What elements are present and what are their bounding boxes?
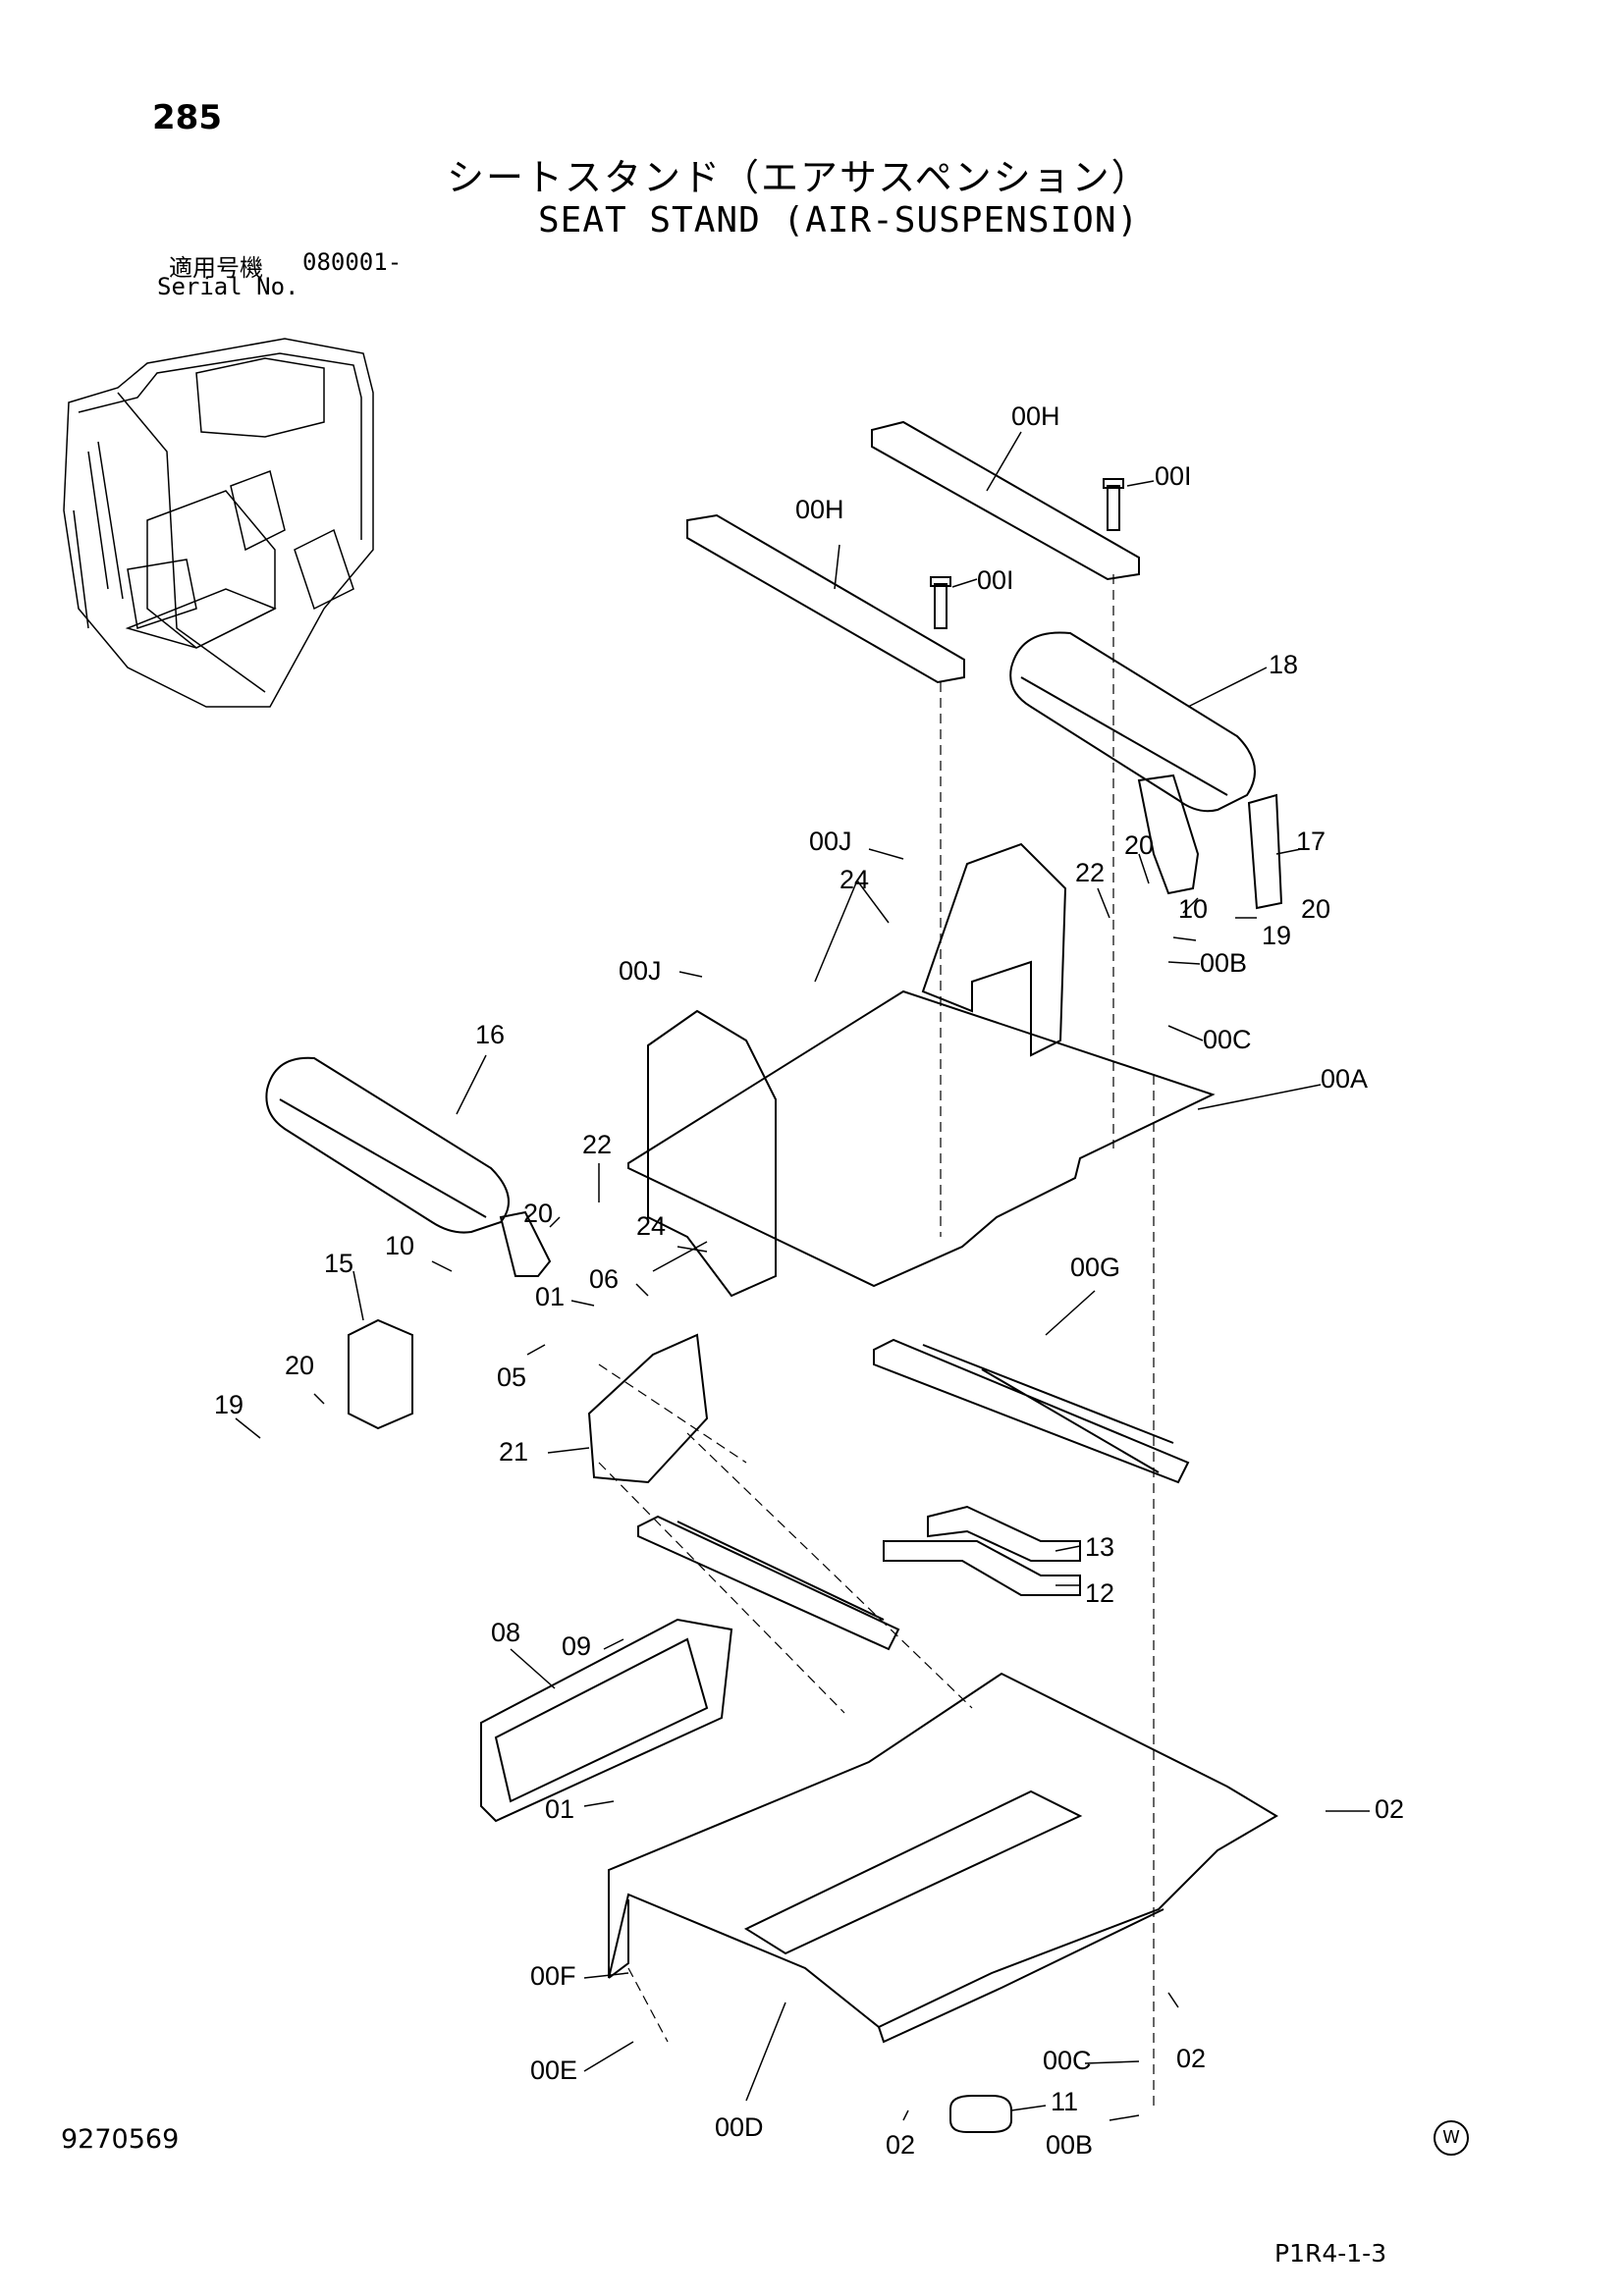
callout-00g: 00G: [1070, 1253, 1120, 1282]
callout-00h-upper: 00H: [1011, 401, 1060, 431]
cab-overview-thumbnail: [63, 338, 374, 708]
callout-22-left: 22: [582, 1130, 612, 1159]
part-15-bracket: [348, 1318, 413, 1430]
callout-15: 15: [324, 1249, 353, 1278]
callout-00e: 00E: [530, 2056, 577, 2085]
callout-05: 05: [497, 1362, 526, 1392]
callout-24-upper: 24: [839, 865, 869, 894]
callout-00b-upper: 00B: [1200, 948, 1247, 978]
page-code: P1R4-1-3: [1274, 2239, 1387, 2268]
title-english: SEAT STAND (AIR-SUSPENSION): [538, 200, 1140, 240]
part-21-bracket: [587, 1333, 709, 1484]
callout-00i-lower: 00I: [977, 565, 1014, 595]
callout-00c-upper: 00C: [1203, 1025, 1252, 1054]
part-08-cover: [480, 1618, 733, 1823]
document-number: 9270569: [61, 2124, 180, 2155]
callout-19-right: 19: [1262, 921, 1291, 950]
callout-24-lower: 24: [636, 1211, 666, 1241]
callout-02-right: 02: [1375, 1794, 1404, 1824]
part-13-bracket: [927, 1505, 1081, 1562]
callout-18: 18: [1269, 650, 1298, 679]
callout-06: 06: [589, 1264, 619, 1294]
callout-22-right: 22: [1075, 858, 1105, 887]
part-right-upright: [921, 842, 1067, 1057]
callout-20-right-upper: 20: [1124, 830, 1154, 860]
callout-00a: 00A: [1321, 1064, 1368, 1094]
serial-label-japanese: 適用号機: [169, 254, 263, 282]
part-00d-base-plate: [608, 1672, 1278, 2029]
callout-00c-lower: 00C: [1043, 2046, 1092, 2075]
part-left-upright: [647, 1009, 777, 1298]
part-00h-lower-bar: [686, 513, 965, 684]
part-slide-rail-left: [637, 1515, 900, 1651]
callout-00j-lower: 00J: [619, 956, 662, 986]
callout-00b-lower: 00B: [1046, 2130, 1093, 2160]
part-11-cap: [949, 2095, 1012, 2133]
callout-00f: 00F: [530, 1961, 576, 1991]
part-12-bracket: [883, 1540, 1081, 1596]
callout-19-left: 19: [214, 1390, 244, 1419]
callout-17: 17: [1296, 827, 1326, 856]
part-00h-upper-bar: [871, 420, 1140, 581]
callout-09: 09: [562, 1631, 591, 1661]
callout-10-left: 10: [385, 1231, 414, 1260]
part-00i-bolt-lower: [930, 576, 951, 629]
callout-21: 21: [499, 1437, 528, 1467]
serial-value: 080001-: [302, 248, 403, 276]
part-armrest-bracket-left: [499, 1210, 552, 1277]
part-16-left-armrest: [265, 1056, 510, 1234]
w-circle-mark: W: [1434, 2120, 1469, 2156]
title-japanese: シートスタンド（エアサスペンション）: [447, 156, 1151, 199]
callout-02-lower-right: 02: [1176, 2044, 1206, 2073]
callout-02-bottom: 02: [886, 2130, 915, 2160]
callout-00d: 00D: [715, 2112, 764, 2142]
callout-00h-lower: 00H: [795, 495, 844, 524]
callout-20-left-lower: 20: [285, 1351, 314, 1380]
callout-16: 16: [475, 1020, 505, 1049]
callout-08: 08: [491, 1618, 520, 1647]
callout-01-upper: 01: [535, 1282, 565, 1311]
part-armrest-bracket-right: [1137, 774, 1200, 895]
callout-01-lower: 01: [545, 1794, 574, 1824]
callout-00j-upper: 00J: [809, 827, 852, 856]
part-18-right-armrest: [1009, 631, 1256, 813]
callout-00i-upper: 00I: [1155, 461, 1192, 491]
part-00i-bolt-upper: [1103, 478, 1124, 531]
part-17-plate: [1247, 793, 1283, 910]
serial-label-english: Serial No.: [157, 273, 299, 300]
page-number: 285: [152, 98, 222, 137]
callout-20-right-lower: 20: [1301, 894, 1330, 924]
callout-11: 11: [1051, 2087, 1078, 2116]
callout-13: 13: [1085, 1532, 1114, 1562]
part-00g-slide-rail-right: [873, 1338, 1190, 1484]
callout-12: 12: [1085, 1578, 1114, 1608]
callout-10-right: 10: [1178, 894, 1208, 924]
part-00a-seat-frame: [627, 989, 1216, 1288]
callout-20-left-upper: 20: [523, 1199, 553, 1228]
